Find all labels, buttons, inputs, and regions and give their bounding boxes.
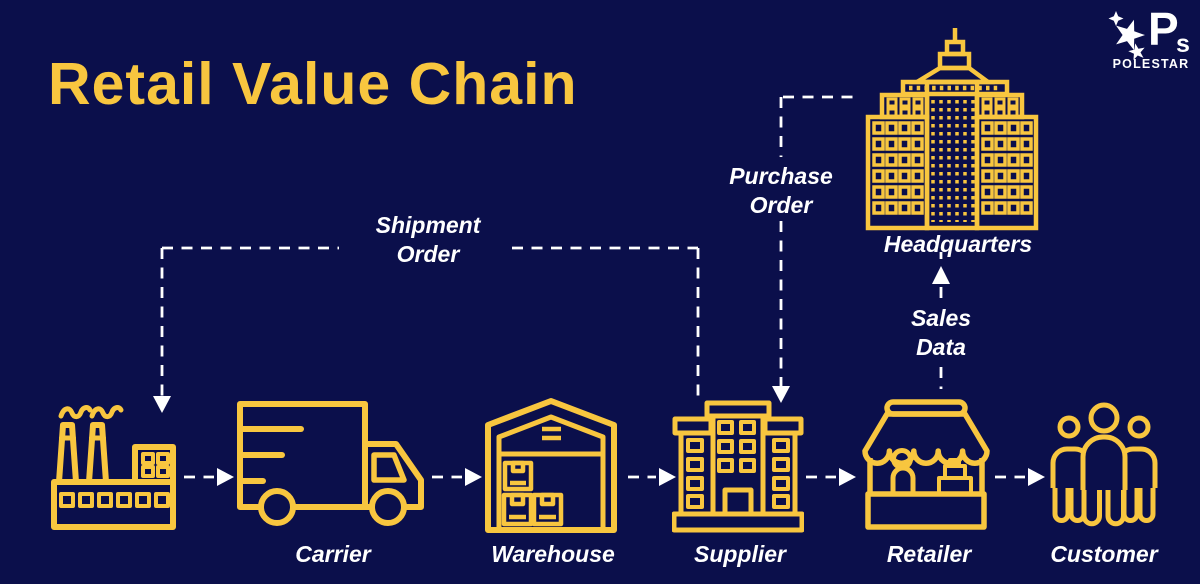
headquarters-building-icon — [865, 28, 1039, 231]
supplier-label: Supplier — [693, 541, 786, 567]
brand-name: POLESTAR — [1112, 57, 1190, 71]
purchase-order-arrowhead — [772, 386, 790, 403]
customers-icon — [1050, 402, 1158, 527]
retail-stall-icon — [862, 399, 990, 530]
chain-arrowhead-2 — [465, 468, 482, 486]
carrier-label: Carrier — [295, 541, 371, 567]
shipment-order-arrowhead — [153, 396, 171, 413]
star-cluster-icon — [1108, 11, 1145, 60]
supplier-building-icon — [672, 400, 804, 533]
sales-data-arrowhead — [932, 266, 950, 284]
headquarters-label: Headquarters — [883, 231, 1033, 257]
purchase-order-label: Purchase Order — [729, 163, 833, 219]
page-title: Retail Value Chain — [48, 51, 578, 117]
factory-icon — [51, 405, 176, 530]
chain-arrowhead-5 — [1028, 468, 1045, 486]
logo-letter-s: s — [1176, 30, 1190, 58]
sales-data-label: Sales Data — [910, 305, 972, 361]
logo-letter-p: P — [1148, 3, 1179, 55]
customer-label: Customer — [1050, 541, 1158, 567]
warehouse-icon — [485, 398, 617, 533]
chain-arrowhead-3 — [659, 468, 676, 486]
warehouse-label: Warehouse — [491, 541, 615, 567]
chain-arrowhead-4 — [839, 468, 856, 486]
shipment-order-label: Shipment Order — [375, 212, 481, 268]
truck-icon — [237, 401, 424, 526]
retailer-label: Retailer — [886, 541, 972, 567]
chain-arrowhead-1 — [217, 468, 234, 486]
polestar-logo: P s POLESTAR — [1104, 3, 1198, 76]
